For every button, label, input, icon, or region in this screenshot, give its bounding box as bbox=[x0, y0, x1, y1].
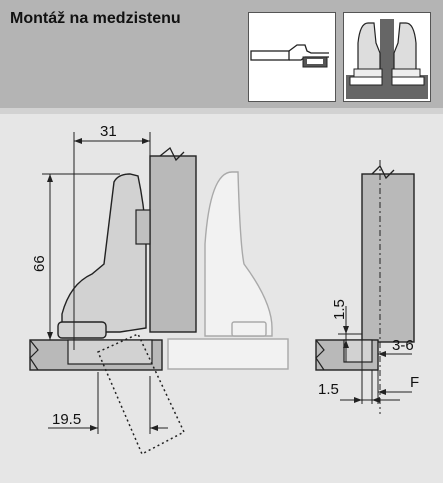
opened-hinge-outline bbox=[97, 333, 185, 456]
page-title: Montáž na medzistenu bbox=[10, 10, 181, 27]
hinge-arm bbox=[57, 173, 151, 339]
header-bar: Montáž na medzistenu bbox=[0, 0, 443, 108]
mounting-plate-base bbox=[29, 339, 163, 371]
front-view-thumbnail bbox=[343, 12, 431, 102]
reveal-dimension: F bbox=[410, 374, 419, 391]
side-view-icon bbox=[250, 44, 329, 68]
mirrored-hinge-ghost bbox=[167, 171, 289, 370]
door-panel bbox=[149, 146, 197, 333]
dimension-arrows-right bbox=[343, 326, 386, 403]
detail-door-panel bbox=[361, 160, 415, 414]
side-view-thumbnail bbox=[248, 12, 336, 102]
overlay-range-dimension: 3-6 bbox=[392, 337, 414, 354]
cup-height-dimension: 66 bbox=[31, 255, 48, 272]
header-divider bbox=[0, 108, 443, 114]
plate-thickness-dimension: 1.5 bbox=[331, 299, 348, 320]
gap-dimension: 1.5 bbox=[318, 381, 339, 398]
overlay-width-dimension: 31 bbox=[100, 123, 117, 140]
dimension-arrows-left bbox=[47, 138, 158, 431]
technical-drawing: 31 66 19.5 bbox=[29, 123, 419, 456]
plate-offset-dimension: 19.5 bbox=[52, 411, 81, 428]
front-view-icon bbox=[346, 19, 428, 99]
dimension-lines-left bbox=[42, 132, 168, 434]
